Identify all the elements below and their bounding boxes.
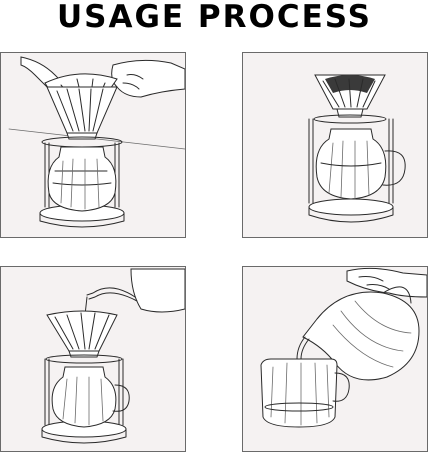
step-2-illustration <box>308 74 406 223</box>
gooseneck-kettle <box>86 268 185 313</box>
glass-server <box>51 366 130 428</box>
glass-server <box>315 128 406 200</box>
step-1-panel <box>0 52 186 238</box>
step-1-illustration <box>8 56 185 228</box>
step-2-panel <box>242 52 428 238</box>
coffee-stream <box>296 336 310 360</box>
tilted-server <box>302 286 420 381</box>
cup <box>260 358 350 428</box>
step-4-panel <box>242 266 428 452</box>
step-3-panel <box>0 266 186 452</box>
step-3-illustration <box>41 268 185 444</box>
coffee-grounds-dripper <box>314 74 386 118</box>
table-line <box>8 128 185 150</box>
dripper <box>46 310 118 358</box>
page-title: USAGE PROCESS <box>56 0 373 35</box>
dripper <box>46 86 118 140</box>
step-4-illustration <box>260 267 427 428</box>
glass-server <box>47 146 117 212</box>
